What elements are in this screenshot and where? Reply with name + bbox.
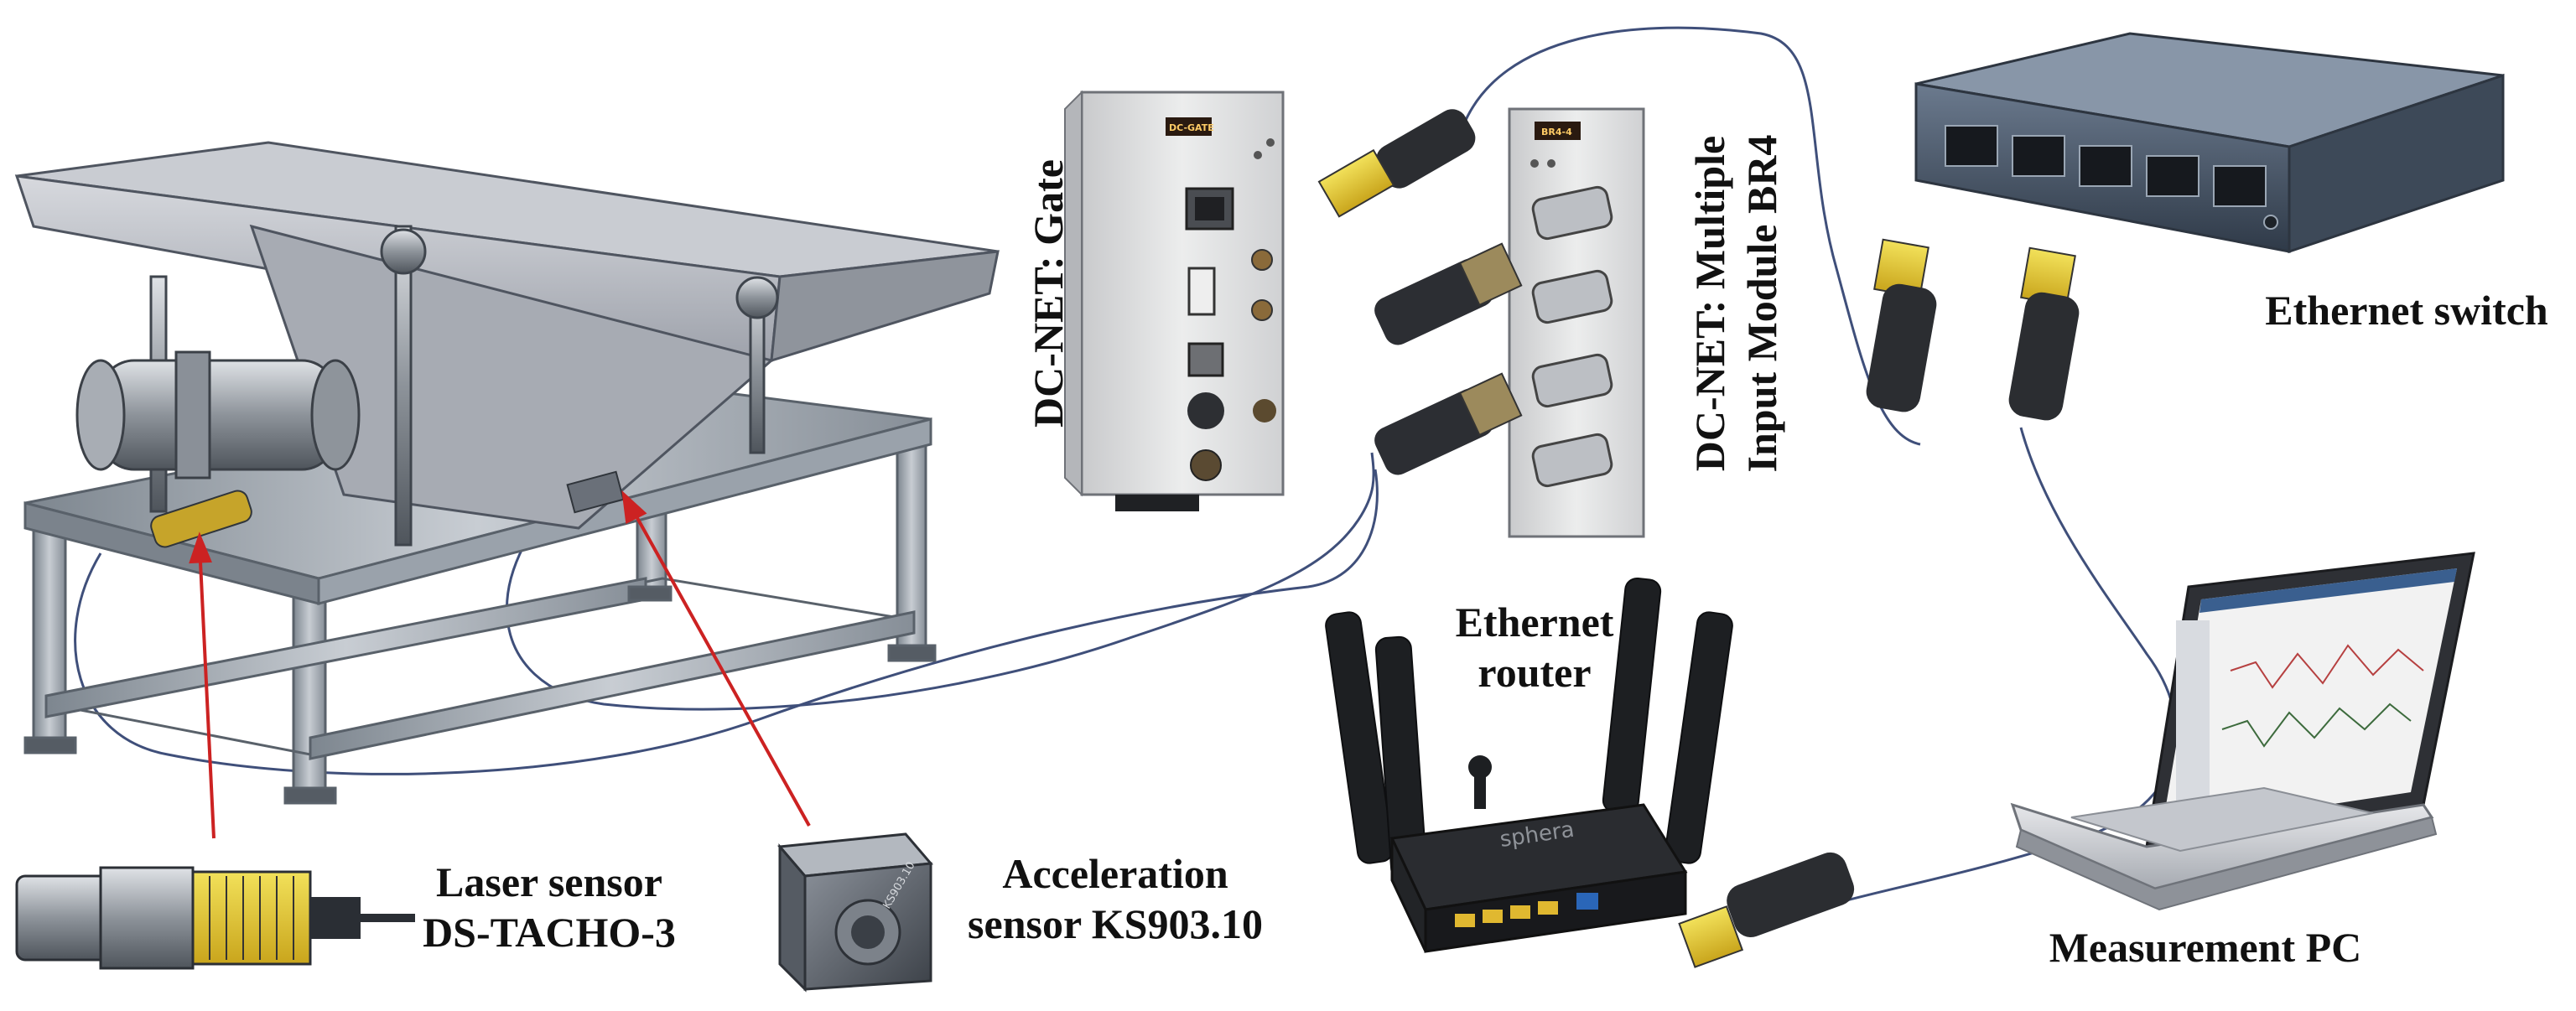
db9-ports bbox=[1531, 185, 1613, 488]
rj45-connector-switch-2 bbox=[2008, 246, 2080, 421]
label-measurement-pc: Measurement PC bbox=[2029, 922, 2381, 972]
ethernet-switch-device bbox=[1914, 32, 2505, 254]
router-label-line1: Ethernet bbox=[1455, 599, 1614, 645]
module-label-line1: DC-NET: Multiple bbox=[1686, 135, 1733, 472]
router-label-line2: router bbox=[1478, 649, 1592, 696]
gate-label-text: DC-NET: Gate bbox=[1025, 159, 1072, 428]
label-dc-net-module: DC-NET: Multiple Input Module BR4 bbox=[1684, 77, 1788, 530]
cables bbox=[74, 26, 2178, 907]
dc-net-br4-module-device: BR4-4 bbox=[1508, 107, 1645, 538]
acceleration-sensor-mounted bbox=[566, 470, 625, 514]
arrow-laser bbox=[198, 544, 216, 839]
ethernet-router-device: sphera bbox=[1325, 577, 1733, 953]
db9-cable-connector-2 bbox=[1374, 372, 1523, 475]
label-acceleration-sensor: Acceleration sensor KS903.10 bbox=[956, 848, 1275, 949]
dc-net-gate-device: DC-GATE bbox=[1064, 90, 1285, 511]
gate-display-text: DC-GATE bbox=[1169, 122, 1214, 133]
rj45-connector-router bbox=[1678, 852, 1855, 968]
laser-sensor-device bbox=[15, 866, 415, 970]
module-display-text: BR4-4 bbox=[1541, 127, 1572, 137]
label-dc-net-gate: DC-NET: Gate bbox=[1023, 117, 1073, 469]
arrow-accel bbox=[627, 502, 811, 827]
sensor-arrows bbox=[189, 490, 811, 839]
laser-label-line2: DS-TACHO-3 bbox=[423, 909, 676, 956]
connectors bbox=[1317, 109, 2080, 968]
switch-label-text: Ethernet switch bbox=[2265, 287, 2548, 334]
cable-laser-to-module bbox=[74, 469, 1379, 775]
measurement-laptop-device bbox=[2010, 552, 2475, 911]
router-ports bbox=[1455, 901, 1558, 927]
switch-ports bbox=[1945, 125, 2267, 207]
laser-label-line1: Laser sensor bbox=[436, 858, 662, 905]
accel-label-line2: sensor KS903.10 bbox=[968, 900, 1263, 947]
rj45-connector-gate bbox=[1317, 109, 1476, 218]
cable-accel-to-module bbox=[506, 452, 1375, 711]
db9-cable-connector-1 bbox=[1374, 242, 1523, 345]
vibratory-feeder-machine bbox=[14, 141, 1000, 805]
accel-label-line1: Acceleration bbox=[1002, 850, 1228, 897]
module-label-line2: Input Module BR4 bbox=[1738, 134, 1785, 473]
rj45-connector-switch-1 bbox=[1866, 238, 1937, 412]
label-laser-sensor: Laser sensor DS-TACHO-3 bbox=[411, 857, 688, 957]
vibration-motor bbox=[75, 350, 361, 480]
laptop-screen-plots bbox=[2221, 644, 2424, 748]
label-ethernet-switch: Ethernet switch bbox=[2247, 285, 2566, 335]
acceleration-sensor-device: KS903.10 bbox=[776, 832, 934, 993]
label-ethernet-router: Ethernet router bbox=[1442, 597, 1627, 697]
cable-gate-to-switch bbox=[1462, 26, 1921, 446]
pc-label-text: Measurement PC bbox=[2049, 924, 2362, 971]
laser-sensor-mounted bbox=[150, 490, 252, 548]
